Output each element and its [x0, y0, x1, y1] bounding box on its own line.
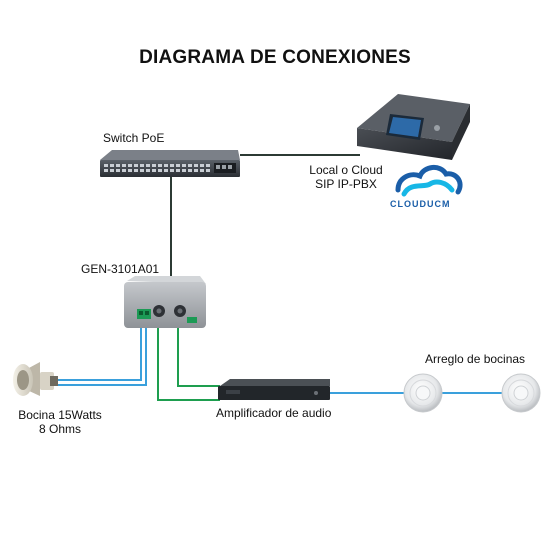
pbx-label-line1: Local o Cloud	[309, 163, 383, 177]
speaker-array-label: Arreglo de bocinas	[425, 352, 526, 366]
cable-gen-amp-a	[157, 318, 220, 401]
horn-label-line2: 8 Ohms	[38, 422, 81, 436]
switch-label: Switch PoE	[103, 131, 165, 145]
ip-pbx-device	[357, 94, 470, 160]
cable-gen-horn-a	[58, 318, 142, 381]
horn-label-line1: Bocina 15Watts	[18, 408, 102, 422]
cable-gen-horn-b	[58, 318, 147, 386]
ceiling-speaker-2	[501, 373, 541, 413]
gen-label: GEN-3101A01	[81, 262, 160, 276]
cable-gen-amp-b	[177, 318, 220, 387]
diagram-title: DIAGRAMA DE CONEXIONES	[139, 47, 411, 68]
horn-speaker-device	[13, 362, 58, 396]
ceiling-speaker-1	[403, 373, 443, 413]
pbx-label-line2: SIP IP-PBX	[315, 177, 377, 191]
cloud-ucm-logo	[395, 165, 463, 197]
audio-amplifier-device	[218, 379, 330, 400]
cloud-ucm-logo-text: CLOUDUCM	[390, 199, 451, 209]
amplifier-label: Amplificador de audio	[216, 406, 332, 420]
poe-switch-device	[100, 150, 240, 177]
gen-3101a01-device	[124, 276, 206, 328]
